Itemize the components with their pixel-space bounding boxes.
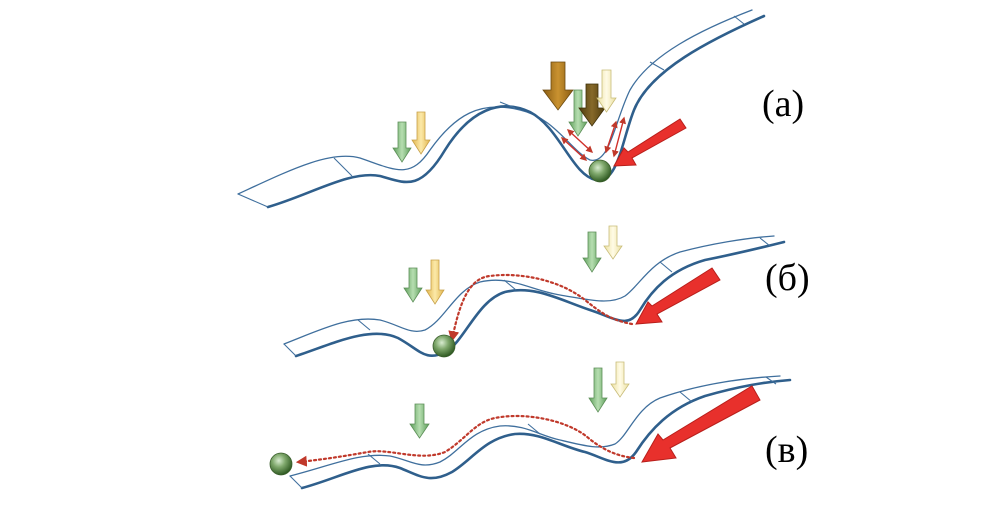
ball-a bbox=[588, 159, 612, 183]
panel-a: (а) bbox=[237, 9, 804, 209]
motion-path-c bbox=[295, 414, 636, 467]
down-arrow-green-c2 bbox=[588, 367, 608, 413]
down-arrow-green-a1 bbox=[392, 121, 412, 163]
down-arrow-cream-c bbox=[610, 361, 630, 398]
down-arrow-olive-a bbox=[542, 61, 574, 111]
energy-curve-c bbox=[289, 375, 792, 490]
oscillation-arrows-a bbox=[560, 116, 626, 161]
panel-label-c: (в) bbox=[765, 429, 808, 471]
ball-c bbox=[269, 452, 293, 476]
force-arrow-b bbox=[635, 267, 721, 325]
panel-b: (б) bbox=[283, 225, 810, 358]
down-arrow-brown-a bbox=[578, 83, 606, 127]
force-arrow-a bbox=[613, 118, 687, 167]
energy-curve-a bbox=[237, 9, 766, 209]
down-arrow-cream-a bbox=[596, 69, 617, 113]
down-arrow-green-b1 bbox=[403, 267, 423, 303]
energy-curve-b bbox=[283, 235, 786, 358]
down-arrow-yellow-a1 bbox=[411, 111, 431, 155]
motion-path-b bbox=[448, 273, 634, 343]
down-arrow-green-c1 bbox=[409, 403, 430, 439]
panel-label-a: (а) bbox=[762, 83, 804, 125]
panel-label-b: (б) bbox=[765, 257, 810, 299]
panel-c: (в) bbox=[269, 361, 808, 490]
down-arrow-green-b2 bbox=[582, 231, 602, 273]
down-arrow-cream-b bbox=[603, 225, 623, 260]
down-arrow-green-a2 bbox=[568, 89, 588, 137]
ball-b bbox=[432, 334, 456, 358]
down-arrow-yellow-b1 bbox=[425, 259, 445, 305]
force-arrow-c bbox=[641, 385, 761, 463]
